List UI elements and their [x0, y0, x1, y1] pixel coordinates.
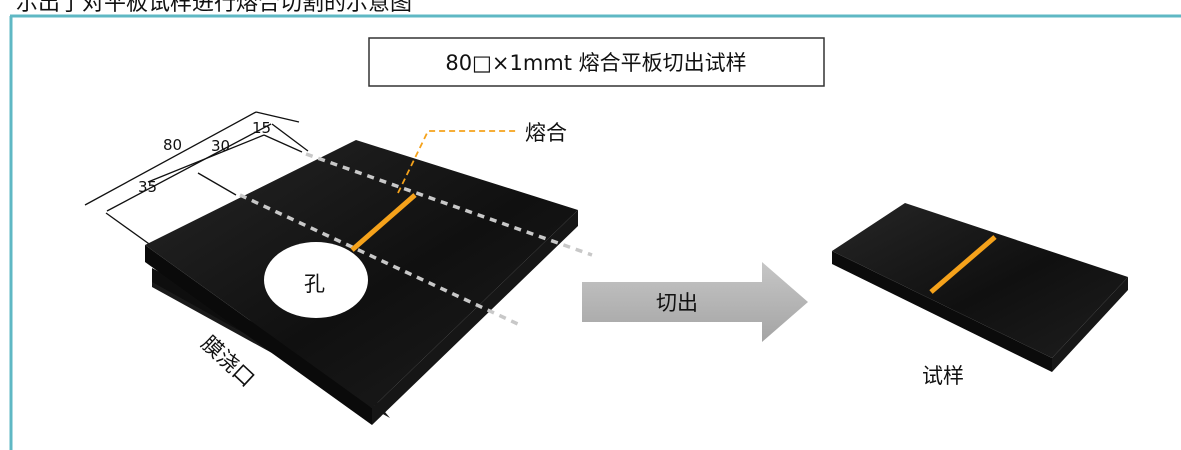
hole-label: 孔 [304, 272, 325, 296]
dimension-labels: 80 30 15 35 [138, 119, 271, 196]
title-box: 80□×1mmt 熔合平板切出试样 [368, 37, 825, 87]
svg-text:示出了对平板试样进行熔合切割的示意图: 示出了对平板试样进行熔合切割的示意图 [16, 0, 412, 16]
weld-line [350, 130, 516, 252]
cut-arrow: 切出 [582, 262, 808, 342]
specimen [832, 203, 1128, 372]
cut-lines [239, 152, 593, 327]
dim-35: 35 [138, 178, 157, 196]
dimension-lines [84, 111, 309, 247]
dim-30: 30 [211, 137, 230, 155]
weld-label: 熔合 [525, 121, 567, 145]
main-plate [145, 140, 578, 425]
frame-border [9, 14, 1181, 450]
hole [264, 242, 368, 318]
specimen-label: 试样 [922, 364, 964, 388]
top-caption: 示出了对平板试样进行熔合切割的示意图 [16, 0, 412, 16]
dim-80: 80 [163, 136, 182, 154]
dim-15: 15 [252, 119, 271, 137]
cut-label: 切出 [656, 291, 698, 315]
title-text: 80□×1mmt 熔合平板切出试样 [445, 51, 746, 75]
